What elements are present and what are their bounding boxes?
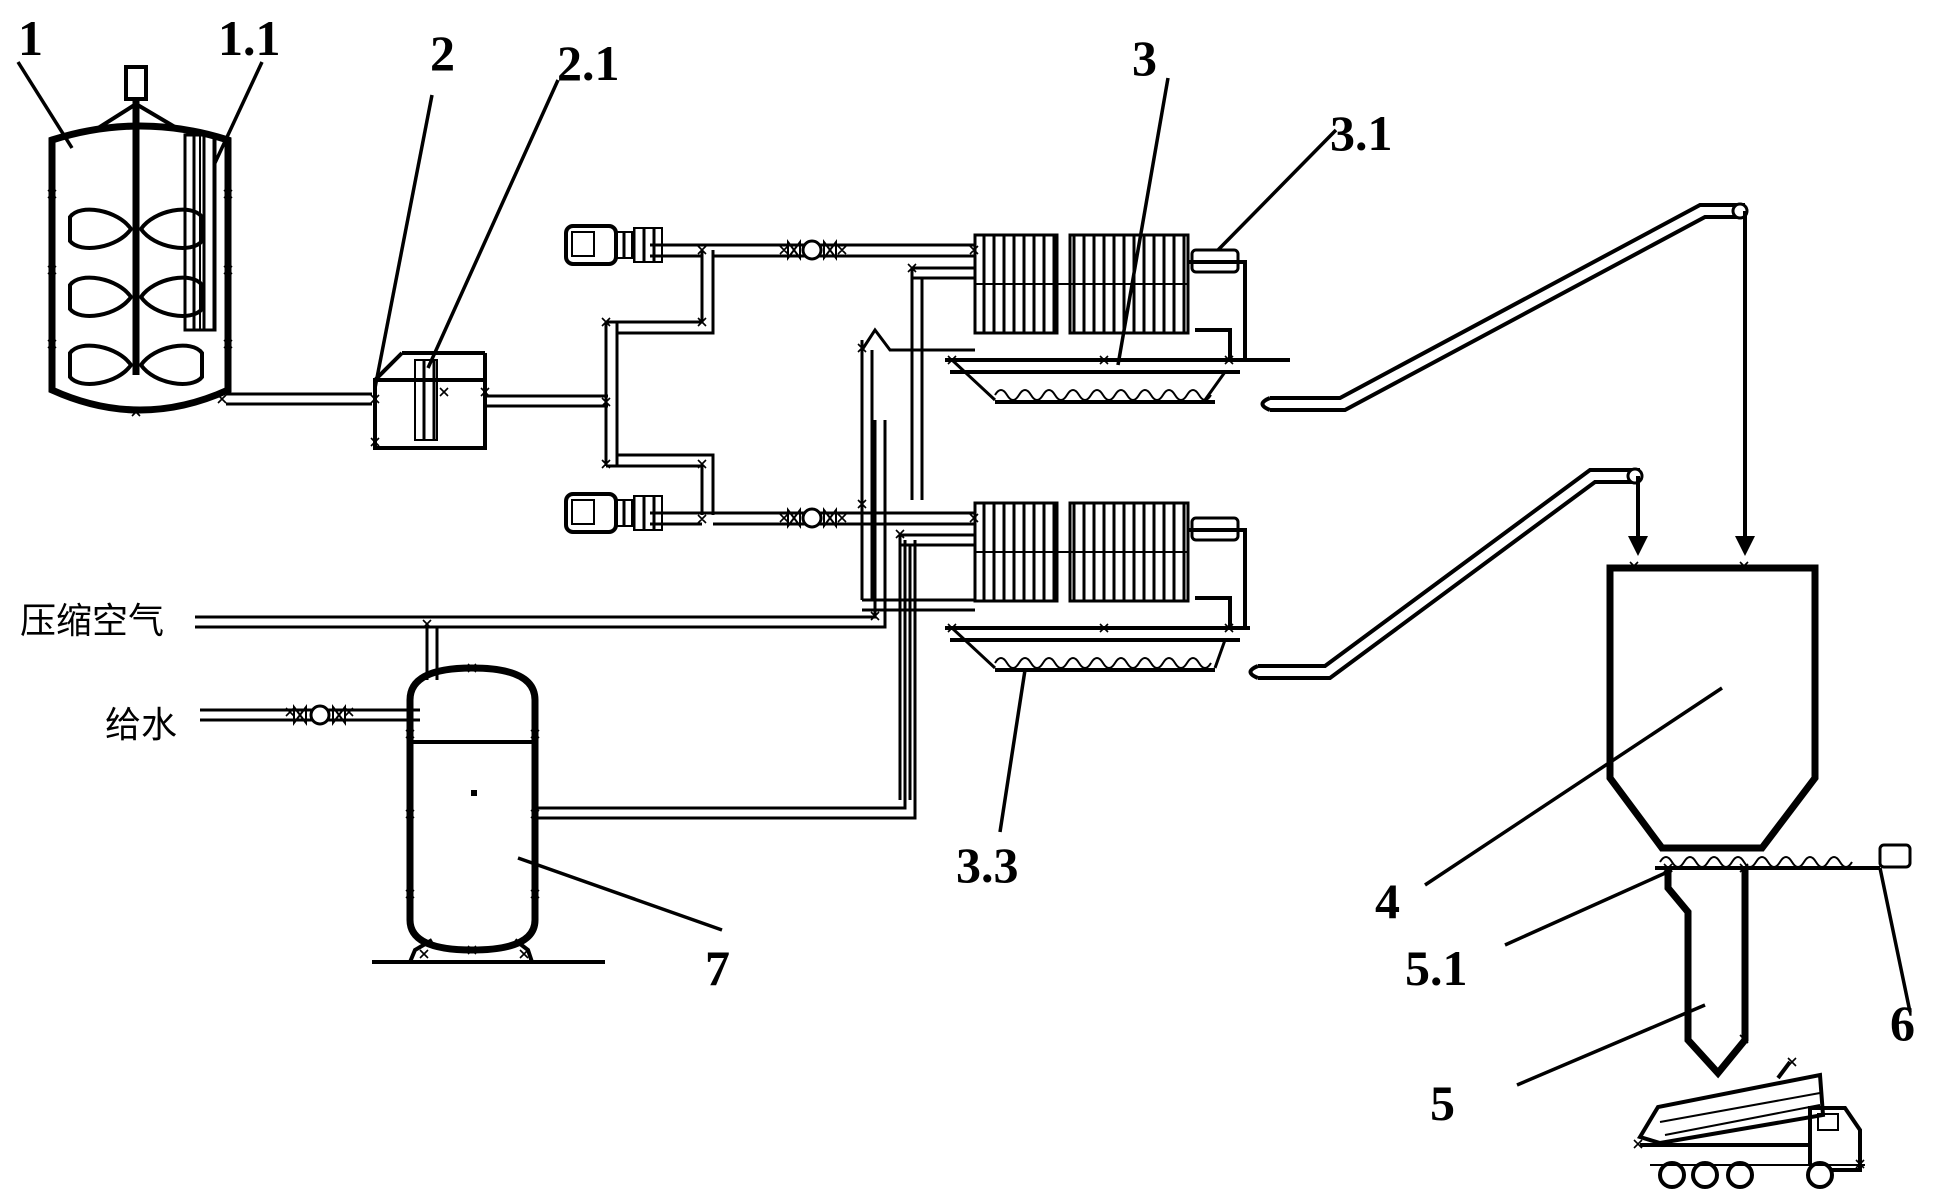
label-4: 4 — [1375, 873, 1400, 929]
screw-conveyor-1 — [994, 389, 1215, 404]
pump-2 — [564, 492, 663, 534]
pump-1 — [564, 224, 663, 266]
filter-press-2 — [945, 501, 1250, 642]
valve-upper — [787, 239, 837, 261]
label-1: 1 — [18, 10, 43, 66]
screw-discharger — [1655, 843, 1912, 870]
label-2-1: 2.1 — [557, 35, 620, 91]
filter-press-1 — [945, 233, 1290, 374]
label-water-supply: 给水 — [105, 705, 177, 746]
label-3-1: 3.1 — [1330, 105, 1393, 161]
valve-lower — [787, 507, 837, 529]
joint-markers — [47, 189, 1865, 1169]
buffer-screen — [414, 359, 438, 441]
label-compressed-air: 压缩空气 — [20, 601, 164, 642]
belt-conveyor-2 — [1248, 467, 1648, 680]
label-6: 6 — [1890, 995, 1915, 1051]
label-3: 3 — [1132, 30, 1157, 86]
dump-truck — [1636, 1060, 1865, 1189]
label-1-1: 1.1 — [218, 10, 281, 66]
water-valve — [293, 704, 346, 726]
label-5-1: 5.1 — [1405, 940, 1468, 996]
belt-conveyor-1 — [1260, 202, 1755, 556]
leader-lines — [16, 61, 1912, 1087]
label-7: 7 — [705, 940, 730, 996]
label-5: 5 — [1430, 1075, 1455, 1131]
sludge-silo — [1606, 564, 1819, 852]
heating-coil — [183, 133, 217, 332]
label-2: 2 — [430, 25, 455, 81]
label-3-3: 3.3 — [956, 837, 1019, 893]
air-receiver-tank — [372, 664, 605, 964]
discharge-hopper — [1664, 868, 1749, 1079]
screw-conveyor-2 — [994, 657, 1215, 672]
